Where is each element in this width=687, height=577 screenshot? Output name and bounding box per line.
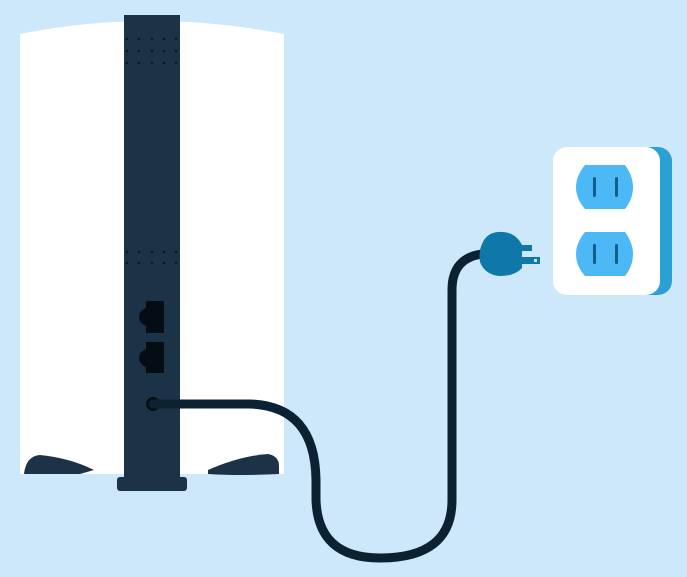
router — [20, 15, 284, 491]
vent-dot — [125, 37, 129, 41]
vent-dot — [174, 61, 178, 65]
prong-hole — [534, 259, 537, 262]
router-base — [117, 477, 187, 491]
vent-dot — [150, 261, 154, 265]
outlet-socket[interactable] — [576, 165, 633, 209]
vent-dot — [162, 250, 166, 254]
vent-dot — [125, 61, 129, 65]
vent-dot — [174, 49, 178, 53]
vent-dot — [125, 49, 129, 53]
vent-dot — [125, 261, 129, 265]
socket-slit — [593, 177, 596, 197]
power-cable[interactable] — [148, 249, 487, 563]
vent-dot — [162, 37, 166, 41]
vent-dot — [137, 250, 141, 254]
ethernet-port[interactable] — [139, 301, 164, 333]
ethernet-port[interactable] — [139, 342, 164, 373]
vent-dot — [174, 261, 178, 265]
socket-slit — [615, 177, 618, 197]
vent-dot — [162, 261, 166, 265]
plug-head — [479, 231, 522, 276]
vent-dot — [150, 49, 154, 53]
router-foot-right — [208, 454, 279, 475]
vent-holes — [125, 37, 178, 265]
vent-dot — [137, 61, 141, 65]
vent-dot — [125, 250, 129, 254]
power-plug[interactable] — [479, 231, 541, 276]
vent-dot — [137, 49, 141, 53]
vent-dot — [174, 37, 178, 41]
vent-dot — [150, 61, 154, 65]
socket-slit — [615, 244, 618, 264]
vent-dot — [174, 250, 178, 254]
vent-dot — [162, 61, 166, 65]
router-foot-left — [24, 455, 94, 474]
vent-dot — [162, 49, 166, 53]
outlet-socket[interactable] — [576, 232, 633, 276]
vent-dot — [150, 250, 154, 254]
plug-prong — [518, 245, 532, 251]
socket-slit — [593, 244, 596, 264]
vent-dot — [137, 261, 141, 265]
vent-dot — [137, 37, 141, 41]
plug-prong — [518, 257, 540, 264]
wall-outlet — [553, 147, 672, 295]
vent-dot — [150, 37, 154, 41]
